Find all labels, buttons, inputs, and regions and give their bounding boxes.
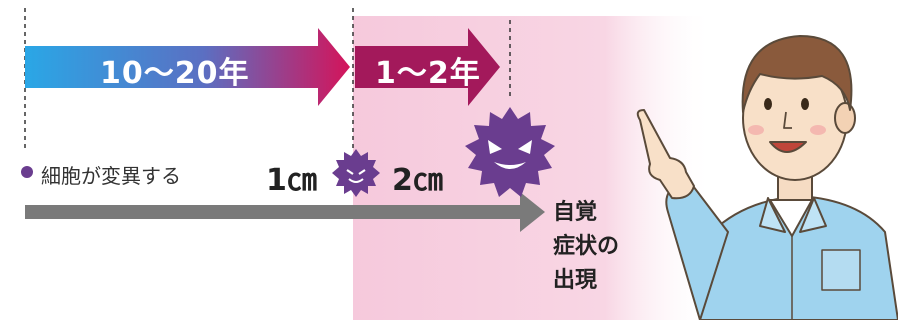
end-label-line1: 自覚 (553, 200, 598, 225)
end-label: 自覚 症状の 出現 (553, 196, 619, 298)
virus-large-icon (465, 107, 555, 197)
size-large-label: 2㎝ (392, 163, 443, 198)
virus-small-icon (332, 149, 380, 197)
size-small-label: 1㎝ (266, 163, 317, 198)
start-dot (21, 166, 33, 178)
progression-arrow (25, 192, 545, 232)
end-label-line3: 出現 (553, 268, 598, 293)
phase2-label: 1〜2年 (375, 56, 481, 91)
man-pointing-illustration (636, 35, 898, 320)
phase2-arrow (355, 28, 500, 106)
start-label: 細胞が変異する (41, 164, 181, 188)
phase1-label: 10〜20年 (100, 56, 250, 91)
end-label-line2: 症状の (553, 234, 620, 259)
phase1-arrow (25, 28, 350, 106)
